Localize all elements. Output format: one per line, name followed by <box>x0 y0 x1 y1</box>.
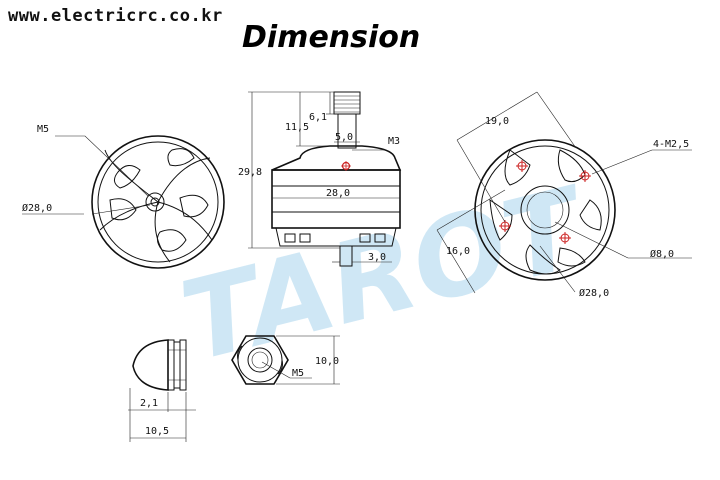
nut-front-view: M5 10,0 <box>231 335 340 385</box>
shaft-diameter-label: 5,0 <box>335 132 353 143</box>
side-motor-view: 6,1 11,5 29,8 5,0 M3 28,0 3,0 <box>238 91 402 267</box>
shaft-height-label: 11,5 <box>285 122 309 133</box>
screw-label: M3 <box>388 136 400 147</box>
left-motor-view: M5 Ø28,0 <box>22 124 225 269</box>
nut-length-a-label: 2,1 <box>140 398 158 409</box>
left-diameter-label: Ø28,0 <box>22 202 52 214</box>
nut-length-b-label: 10,5 <box>145 426 169 437</box>
hole-spacing-a-label: 19,0 <box>485 116 509 127</box>
body-width-label: 28,0 <box>326 188 350 199</box>
watermark: TAROT <box>170 162 602 386</box>
right-motor-view: 19,0 4-M2,5 16,0 Ø8,0 Ø28,0 <box>436 91 692 299</box>
holes-label: 4-M2,5 <box>653 139 689 150</box>
hole-spacing-b-label: 16,0 <box>446 246 470 257</box>
bottom-shaft-label: 3,0 <box>368 252 386 263</box>
left-thread-label: M5 <box>37 124 49 135</box>
shaft-length-label: 6,1 <box>309 112 327 123</box>
hex-size-label: 10,0 <box>315 356 339 367</box>
nut-thread-label: M5 <box>292 368 304 379</box>
nut-side-view: 2,1 10,5 <box>128 339 196 442</box>
outer-diameter-label: Ø28,0 <box>579 287 609 299</box>
center-diameter-label: Ø8,0 <box>650 248 674 260</box>
total-height-label: 29,8 <box>238 167 262 178</box>
page-title: Dimension <box>242 20 421 55</box>
site-url: www.electricrc.co.kr <box>8 6 223 26</box>
